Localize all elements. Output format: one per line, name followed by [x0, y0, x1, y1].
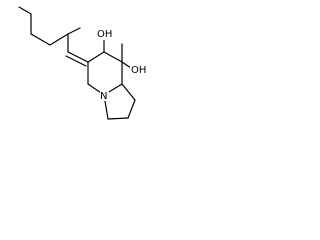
nitrogen-label: N	[100, 91, 107, 102]
bond-pyr-1	[121, 83, 136, 101]
bond-pyr-3	[107, 117, 129, 120]
piperidine-ring	[87, 51, 123, 96]
bond-ring-1	[87, 51, 105, 63]
chemical-structure: OH OH N	[18, 6, 148, 120]
bond-pyr-2	[127, 99, 136, 119]
pyrrolidine-ring	[103, 83, 136, 120]
exocyclic-double-bond	[65, 51, 89, 67]
hydroxyl-right-label: OH	[131, 65, 146, 76]
bond-methyl-branch	[67, 27, 81, 35]
atom-labels: OH OH N	[97, 28, 148, 102]
bond-double-a	[67, 51, 89, 63]
side-chain	[18, 6, 81, 53]
bond-chain-3	[30, 33, 51, 46]
hydroxyl-top-label: OH	[97, 29, 112, 40]
nitrogen-bg	[100, 90, 109, 101]
bond-chain-4	[49, 33, 69, 46]
bond-chain-1	[18, 6, 32, 15]
structure-canvas: OH OH N	[0, 0, 150, 150]
bond-ring-2	[103, 51, 123, 63]
oh-top-bg	[97, 28, 115, 40]
bond-double-b	[65, 55, 87, 67]
oh-right-bg	[130, 64, 148, 76]
